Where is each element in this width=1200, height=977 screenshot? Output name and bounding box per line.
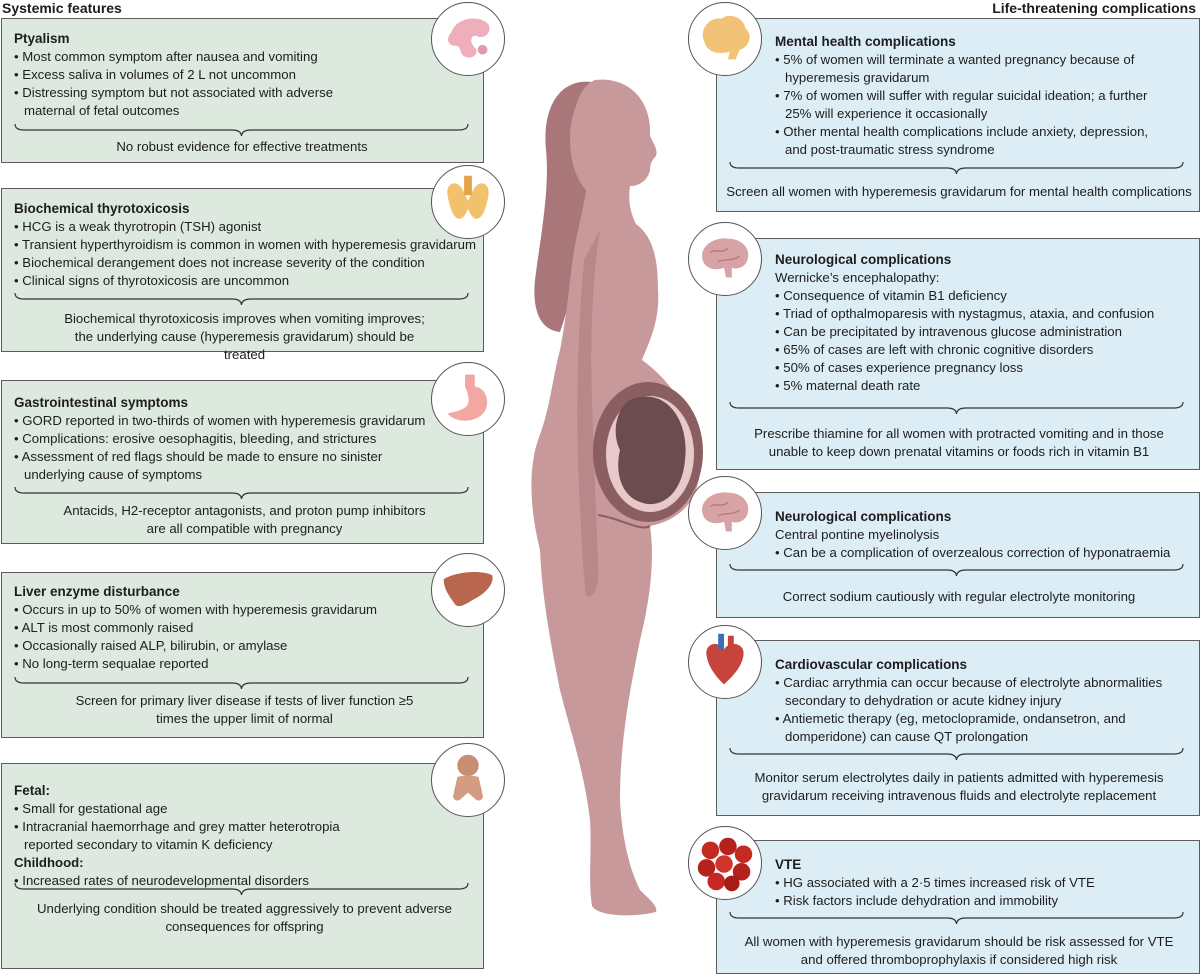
list-item: • HG associated with a 2·5 times increas… xyxy=(775,875,1095,890)
panel-ptyalism: Ptyalism • Most common symptom after nau… xyxy=(1,18,484,163)
panel-summary: Biochemical thyrotoxicosis improves when… xyxy=(64,311,425,362)
panel-list: • 5% of women will terminate a wanted pr… xyxy=(775,51,1155,159)
list-item: • Can be a complication of overzealous c… xyxy=(775,545,1171,560)
panel-title: VTE xyxy=(775,857,802,872)
panel-biochemical-thyrotoxicosis: Biochemical thyrotoxicosis • HCG is a we… xyxy=(1,188,484,362)
brace-divider xyxy=(729,161,1184,175)
panel-list: • Small for gestational age • Intracrani… xyxy=(14,800,354,890)
brain-side-icon xyxy=(688,222,762,296)
panel-title: Ptyalism xyxy=(14,31,70,46)
list-item: • Occasionally raised ALP, bilirubin, or… xyxy=(14,638,288,653)
panel-list: • HCG is a weak thyrotropin (TSH) agonis… xyxy=(14,218,484,290)
brace-divider xyxy=(14,882,469,896)
list-item: • 5% maternal death rate xyxy=(775,378,921,393)
list-item: • Most common symptom after nausea and v… xyxy=(14,49,318,64)
panel-list: • Cardiac arrythmia can occur because of… xyxy=(775,674,1185,746)
left-column-header: Systemic features xyxy=(2,0,122,16)
list-item: • Assessment of red flags should be made… xyxy=(14,449,383,482)
heart-icon xyxy=(688,625,762,699)
list-item: • Distressing symptom but not associated… xyxy=(14,85,334,118)
panel-fetal: Fetal: • Small for gestational age • Int… xyxy=(1,763,484,969)
stomach-icon xyxy=(431,362,505,436)
panel-summary: Antacids, H2-receptor antagonists, and p… xyxy=(63,503,426,536)
blood-clot-icon xyxy=(688,826,762,900)
right-column-header: Life-threatening complications xyxy=(992,0,1196,16)
panel-gastrointestinal-symptoms: Gastrointestinal symptoms • GORD reporte… xyxy=(1,380,484,544)
salivary-gland-icon xyxy=(431,2,505,76)
brace-divider xyxy=(729,911,1184,925)
brace-divider xyxy=(729,401,1184,415)
panel-list: Central pontine myelinolysis • Can be a … xyxy=(775,526,1195,562)
panel-title: Neurological complications xyxy=(775,252,952,267)
panel-list: • GORD reported in two-thirds of women w… xyxy=(14,412,434,484)
panel-summary: Screen for primary liver disease if test… xyxy=(75,693,414,726)
list-item: • HCG is a weak thyrotropin (TSH) agonis… xyxy=(14,219,262,234)
panel-list: • HG associated with a 2·5 times increas… xyxy=(775,874,1185,910)
brace-divider xyxy=(14,676,469,690)
list-item: • Clinical signs of thyrotoxicosis are u… xyxy=(14,273,290,288)
list-subheading: Childhood: xyxy=(14,855,84,870)
panel-title: Mental health complications xyxy=(775,34,956,49)
panel-list: Wernicke’s encephalopathy: • Consequence… xyxy=(775,269,1195,395)
panel-title: Liver enzyme disturbance xyxy=(14,584,180,599)
panel-mental-health-complications: Mental health complications • 5% of wome… xyxy=(716,18,1200,212)
list-item: • 50% of cases experience pregnancy loss xyxy=(775,360,1023,375)
brace-divider xyxy=(729,563,1184,577)
list-item: • Excess saliva in volumes of 2 L not un… xyxy=(14,67,296,82)
panel-summary: Prescribe thiamine for all women with pr… xyxy=(754,426,1164,459)
panel-summary: Screen all women with hyperemesis gravid… xyxy=(726,184,1192,199)
list-item: • Risk factors include dehydration and i… xyxy=(775,893,1059,908)
panel-title: Neurological complications xyxy=(775,509,952,524)
list-label: Wernicke’s encephalopathy: xyxy=(775,270,940,285)
list-item: • Can be precipitated by intravenous glu… xyxy=(775,324,1122,339)
thyroid-icon xyxy=(431,165,505,239)
panel-title: Cardiovascular complications xyxy=(775,657,968,672)
list-item: • Antiemetic therapy (eg, metoclopramide… xyxy=(775,711,1126,744)
panel-summary: No robust evidence for effective treatme… xyxy=(116,139,368,154)
list-item: • No long-term sequalae reported xyxy=(14,656,209,671)
list-item: • Increased rates of neurodevelopmental … xyxy=(14,873,309,888)
brace-divider xyxy=(14,292,469,306)
list-item: • GORD reported in two-thirds of women w… xyxy=(14,413,426,428)
list-item: • Small for gestational age xyxy=(14,801,168,816)
panel-liver-enzyme-disturbance: Liver enzyme disturbance • Occurs in up … xyxy=(1,572,484,738)
list-label: Central pontine myelinolysis xyxy=(775,527,940,542)
brain-icon xyxy=(688,2,762,76)
list-item: • Complications: erosive oesophagitis, b… xyxy=(14,431,377,446)
panel-list: • Occurs in up to 50% of women with hype… xyxy=(14,601,434,673)
list-item: • ALT is most commonly raised xyxy=(14,620,194,635)
list-item: • Intracranial haemorrhage and grey matt… xyxy=(14,819,340,852)
list-item: • 5% of women will terminate a wanted pr… xyxy=(775,52,1135,85)
panel-list: • Most common symptom after nausea and v… xyxy=(14,48,344,120)
panel-title: Fetal: xyxy=(14,783,51,798)
list-item: • 7% of women will suffer with regular s… xyxy=(775,88,1148,121)
brain-side-icon xyxy=(688,476,762,550)
brace-divider xyxy=(14,486,469,500)
list-item: • Occurs in up to 50% of women with hype… xyxy=(14,602,378,617)
liver-icon xyxy=(431,553,505,627)
list-item: • Biochemical derangement does not incre… xyxy=(14,255,425,270)
panel-summary: All women with hyperemesis gravidarum sh… xyxy=(744,934,1174,967)
brace-divider xyxy=(729,747,1184,761)
brace-divider xyxy=(14,123,469,137)
list-item: • Triad of opthalmoparesis with nystagmu… xyxy=(775,306,1155,321)
list-item: • Consequence of vitamin B1 deficiency xyxy=(775,288,1007,303)
list-item: • Transient hyperthyroidism is common in… xyxy=(14,237,476,252)
pregnant-woman-figure xyxy=(531,79,703,916)
list-item: • 65% of cases are left with chronic cog… xyxy=(775,342,1094,357)
panel-neurological-pontine: Neurological complications Central ponti… xyxy=(716,492,1200,618)
panel-vte: VTE • HG associated with a 2·5 times inc… xyxy=(716,840,1200,974)
panel-summary: Monitor serum electrolytes daily in pati… xyxy=(754,770,1164,803)
panel-title: Biochemical thyrotoxicosis xyxy=(14,201,190,216)
panel-neurological-wernicke: Neurological complications Wernicke’s en… xyxy=(716,238,1200,470)
panel-cardiovascular-complications: Cardiovascular complications • Cardiac a… xyxy=(716,640,1200,816)
list-item: • Cardiac arrythmia can occur because of… xyxy=(775,675,1163,708)
panel-title: Gastrointestinal symptoms xyxy=(14,395,189,410)
list-item: • Other mental health complications incl… xyxy=(775,124,1149,157)
baby-icon xyxy=(431,743,505,817)
panel-summary: Correct sodium cautiously with regular e… xyxy=(782,589,1136,604)
panel-summary: Underlying condition should be treated a… xyxy=(37,901,452,934)
